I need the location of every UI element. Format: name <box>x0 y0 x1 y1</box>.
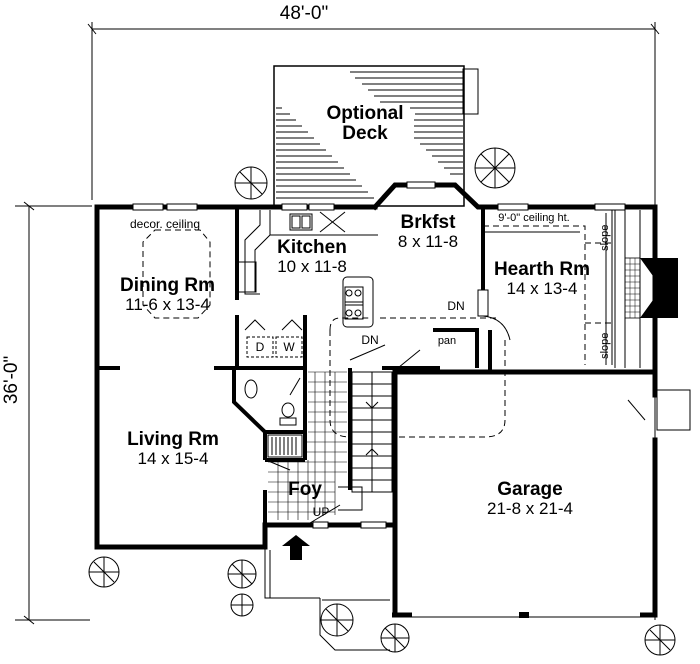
breakfast-name: Brkfst <box>400 212 456 233</box>
living-dims: 14 x 15-4 <box>137 448 209 468</box>
depth-dimension-line <box>15 201 92 625</box>
powder-room <box>244 379 303 458</box>
deck-name-line2: Deck <box>342 122 388 144</box>
room-kitchen: Kitchen 10 x 11-8 <box>262 238 362 276</box>
windows <box>132 181 626 529</box>
living-name: Living Rm <box>127 429 219 450</box>
dining-name: Dining Rm <box>120 275 215 296</box>
dryer-label: D <box>255 340 265 354</box>
room-hearth: Hearth Rm 14 x 13-4 <box>482 260 602 298</box>
doors <box>265 289 691 524</box>
kitchen-name: Kitchen <box>277 237 347 258</box>
foyer-name: Foy <box>288 479 322 500</box>
slope-bottom-label: slope <box>599 332 612 359</box>
room-foyer: Foy <box>280 480 330 500</box>
foyer-tile <box>268 371 347 520</box>
hearth-down-label: DN <box>447 299 465 313</box>
room-dining: Dining Rm 11-6 x 13-4 <box>100 276 235 314</box>
room-living: Living Rm 14 x 15-4 <box>108 430 238 468</box>
pantry-label: pan <box>437 335 457 347</box>
overall-width-label: 48'-0" <box>279 3 329 24</box>
interior-walls <box>97 207 492 547</box>
kitchen-counters <box>237 210 378 328</box>
deck-name-line1: Optional <box>326 103 404 124</box>
porch <box>264 547 390 651</box>
dining-ceiling-note: decor. ceiling <box>129 217 201 231</box>
laundry <box>244 319 303 358</box>
stairs-down-label: DN <box>361 333 379 347</box>
kitchen-dims: 10 x 11-8 <box>277 256 347 276</box>
staircase <box>338 344 393 511</box>
exterior-walls <box>94 182 658 618</box>
garage-name: Garage <box>497 479 563 500</box>
breakfast-dims: 8 x 11-8 <box>397 231 459 251</box>
stairs-up-label: UP <box>312 505 330 519</box>
hearth-dims: 14 x 13-4 <box>506 278 578 298</box>
entry-arrow-icon <box>282 535 310 560</box>
hearth-ceiling-note: 9'-0" ceiling ht. <box>498 212 570 224</box>
slope-top-label: slope <box>599 224 612 251</box>
fireplace <box>611 210 678 368</box>
landscaping-shrubs <box>88 147 676 656</box>
room-breakfast: Brkfst 8 x 11-8 <box>378 213 478 251</box>
decor-ceiling-outline <box>142 229 211 319</box>
room-optional-deck: Optional Deck <box>300 104 430 144</box>
hearth-name: Hearth Rm <box>493 259 591 280</box>
dining-dims: 11-6 x 13-4 <box>125 294 210 314</box>
hearth-ceiling-line <box>483 225 586 365</box>
washer-label: W <box>283 340 295 354</box>
garage-dims: 21-8 x 21-4 <box>487 498 573 518</box>
overall-depth-label: 36'-0" <box>1 355 23 405</box>
room-garage: Garage 21-8 x 21-4 <box>460 480 600 518</box>
